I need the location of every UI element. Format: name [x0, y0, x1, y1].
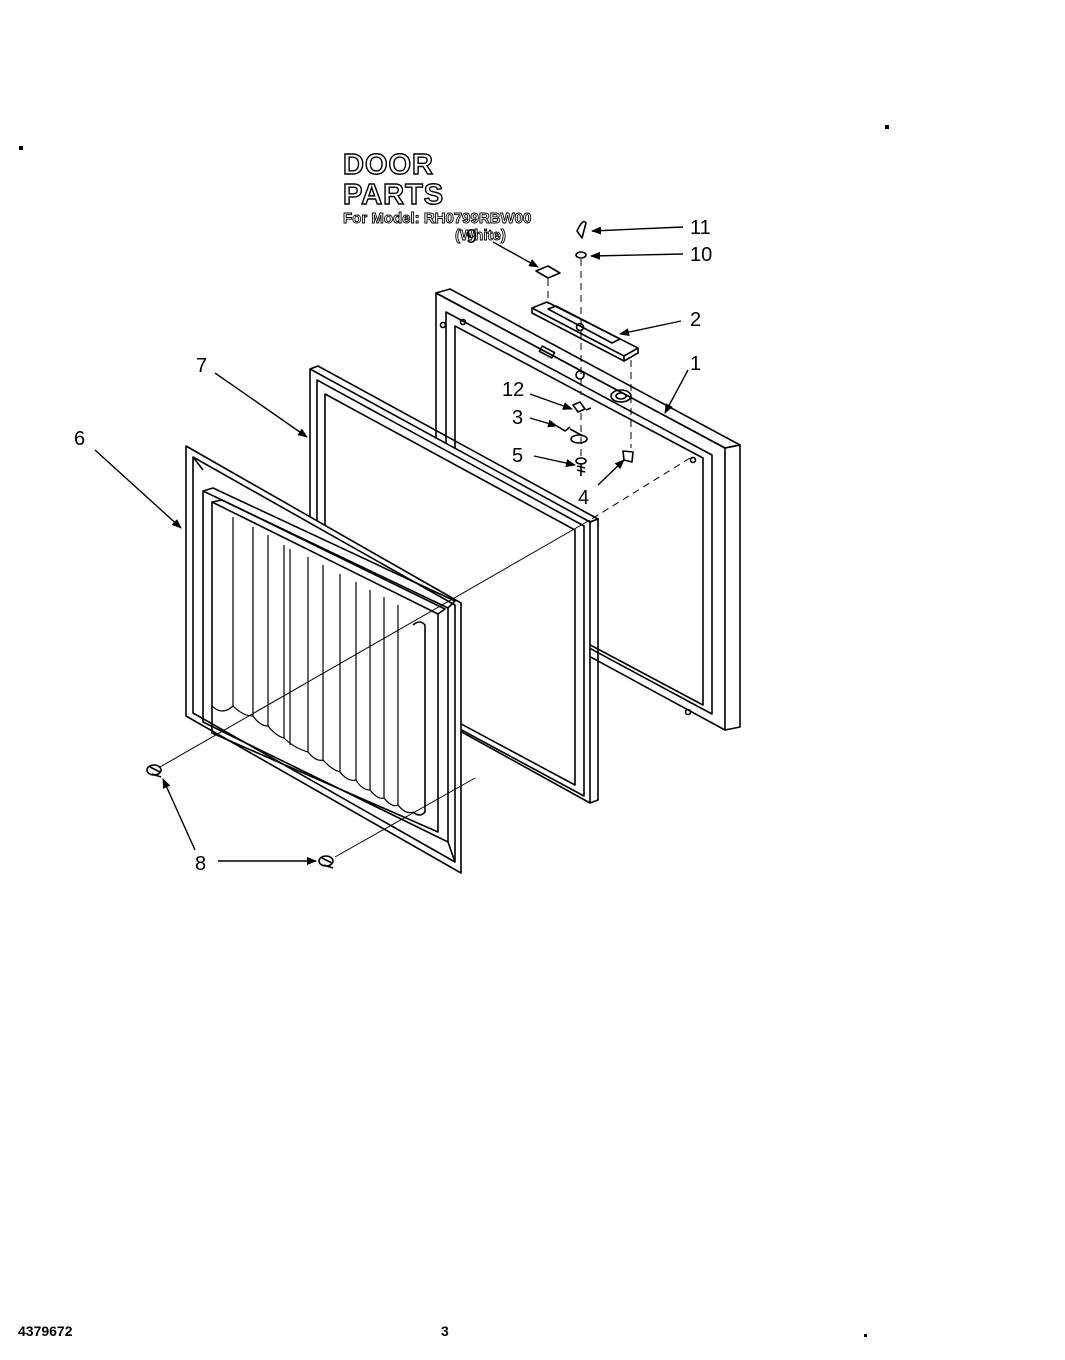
- leader-4: [597, 459, 625, 486]
- diagram-header: DOOR PARTS For Model: RH0799RBW00 (White…: [342, 149, 543, 245]
- callout-4: 4: [578, 487, 589, 509]
- callout-8: 8: [195, 853, 206, 875]
- callout-10: 10: [690, 244, 712, 266]
- leader-10: [590, 251, 684, 260]
- callout-11: 11: [690, 217, 711, 239]
- callout-7: 7: [196, 355, 207, 377]
- hinge-pin: [576, 220, 587, 239]
- leader-11: [591, 226, 684, 235]
- hinge-lock: [622, 450, 634, 463]
- model-number: For Model: RH0799RBW00: [343, 210, 532, 228]
- washer: [575, 251, 587, 259]
- callout-5: 5: [512, 445, 523, 467]
- outer-door-frame: [435, 288, 741, 731]
- callout-9: 9: [466, 226, 477, 248]
- clip-part: [572, 401, 592, 413]
- leader-8-upper: [162, 778, 196, 851]
- leader-6: [94, 449, 182, 529]
- hinge-bracket: [531, 301, 639, 362]
- page-number: 3: [441, 1323, 449, 1339]
- scan-speck: [885, 125, 889, 129]
- color-variant: (White): [455, 227, 507, 245]
- inner-door-liner: [185, 445, 462, 874]
- leader-9: [492, 241, 539, 268]
- callout-3: 3: [512, 407, 523, 429]
- scan-speck: [19, 146, 23, 150]
- leader-1: [664, 369, 689, 414]
- pad-part: [535, 265, 561, 279]
- leader-2: [619, 320, 682, 337]
- callout-2: 2: [690, 309, 701, 331]
- callout-12: 12: [502, 379, 524, 401]
- callout-6: 6: [74, 428, 85, 450]
- leader-7: [214, 372, 308, 438]
- document-number: 4379672: [18, 1323, 73, 1339]
- scan-speck: [864, 1334, 867, 1337]
- door-stop-lower: [318, 855, 334, 869]
- diagram-title: DOOR PARTS: [342, 149, 445, 211]
- door-stop-upper: [146, 764, 162, 778]
- leader-5: [533, 455, 576, 467]
- callout-1: 1: [690, 353, 701, 375]
- leader-12: [529, 393, 573, 410]
- leader-3: [529, 417, 558, 428]
- screw-part: [575, 457, 587, 476]
